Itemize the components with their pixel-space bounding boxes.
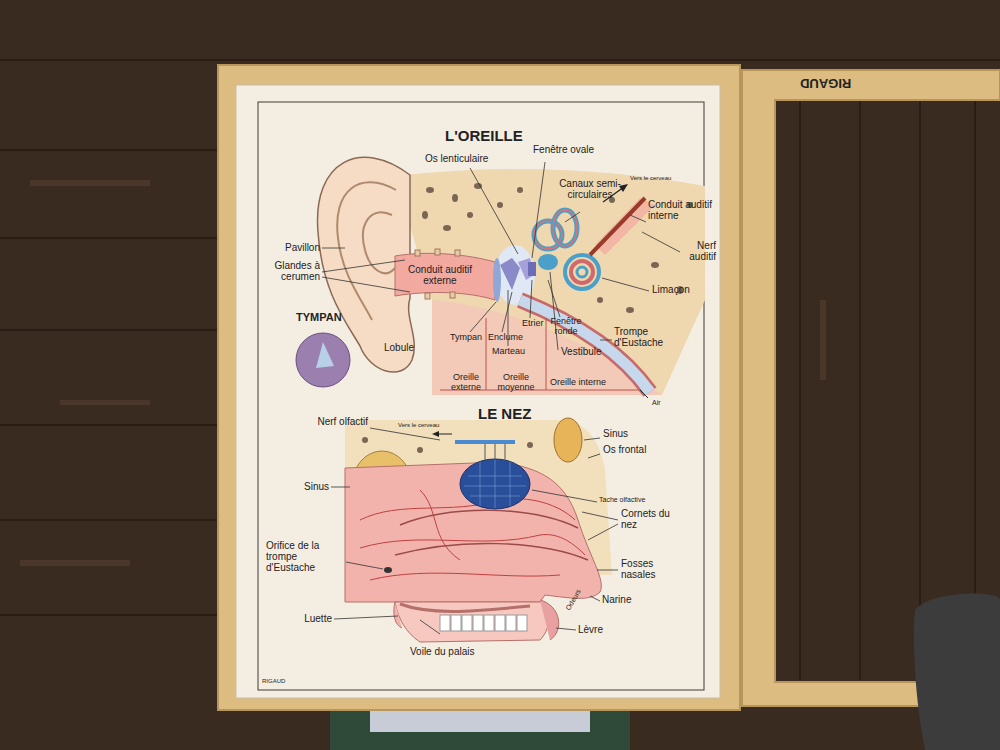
part-label: Glandes à cerumen (248, 260, 320, 282)
part-label: Fenêtre ronde (544, 317, 588, 337)
part-label: Lobule (384, 342, 414, 353)
part-label: RIGAUD (262, 678, 285, 685)
part-label: Tache olfactive (599, 496, 645, 504)
part-label: Os frontal (603, 444, 646, 455)
part-label: Orifice de la trompe d'Eustache (266, 540, 346, 573)
part-label: Conduit auditif interne (648, 199, 716, 221)
heading: LE NEZ (478, 406, 531, 423)
part-label: Trompe d'Eustache (614, 326, 678, 348)
part-label: Cornets du nez (621, 508, 675, 530)
part-label: Etrier (522, 319, 544, 329)
part-label: Oreille externe (444, 373, 488, 393)
part-label: Sinus (304, 481, 329, 492)
part-label: Enclume (488, 333, 523, 343)
part-label: TYMPAN (296, 311, 342, 323)
part-label: Vestibule (561, 346, 602, 357)
part-label: Vers le cerveau (398, 422, 439, 429)
part-label: Narine (602, 594, 631, 605)
part-label: Lèvre (578, 624, 603, 635)
part-label: Conduit auditif externe (397, 264, 483, 286)
part-label: Limaçon (652, 284, 690, 295)
part-label: Fosses nasales (621, 558, 675, 580)
part-label: Oreille moyenne (489, 373, 543, 393)
part-label: Air (652, 399, 661, 407)
part-label: Pavillon (285, 242, 320, 253)
part-label: Marteau (492, 347, 525, 357)
part-label: Luette (304, 613, 332, 624)
part-label: Os lenticulaire (425, 153, 488, 164)
part-label: Oreille interne (550, 378, 606, 388)
part-label: Vers le cerveau (630, 175, 671, 182)
part-label: Tympan (450, 333, 482, 343)
part-label: Voile du palais (410, 646, 475, 657)
heading: L'OREILLE (445, 128, 523, 145)
part-label: Nerf olfactif (317, 416, 368, 427)
part-label: Nerf auditif (676, 240, 716, 262)
part-label: Sinus (603, 428, 628, 439)
part-label: Canaux semi-circulaires (545, 178, 635, 200)
part-label: RIGAUD (800, 76, 851, 90)
part-label: Fenêtre ovale (533, 144, 594, 155)
